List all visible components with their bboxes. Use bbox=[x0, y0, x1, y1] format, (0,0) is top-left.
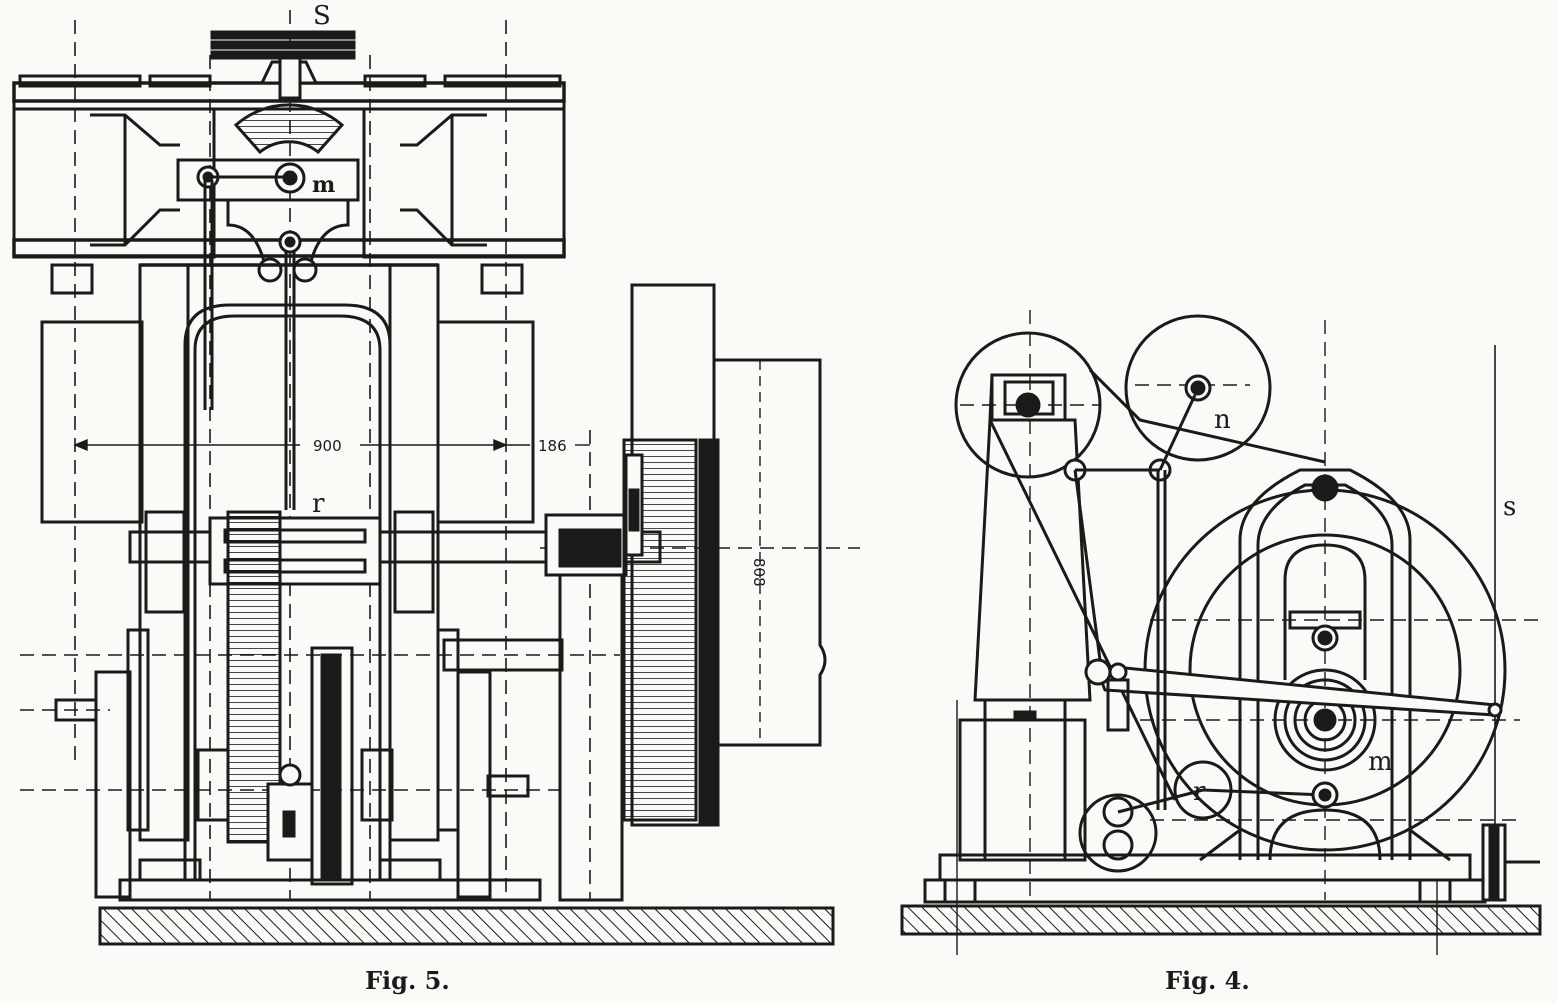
fig4-coil-m bbox=[1273, 668, 1377, 772]
fig4-wheel-lower bbox=[1078, 793, 1158, 873]
fig4-label-r: r bbox=[1193, 777, 1206, 807]
fig5-label-r: r bbox=[312, 489, 325, 519]
fig5-dim-height: 808 bbox=[750, 558, 768, 587]
fig5-small-pulleys bbox=[50, 263, 524, 295]
fig5-label-s: S bbox=[313, 1, 331, 31]
fig4-label-m: m bbox=[1368, 747, 1393, 777]
fig4-center-frame bbox=[1238, 468, 1412, 860]
fig5-ground bbox=[98, 906, 835, 946]
fig4-ground bbox=[900, 904, 1542, 936]
fig5-dim-offset: 186 bbox=[538, 437, 567, 455]
fig5-pulley-s bbox=[210, 30, 356, 100]
fig5-dim-width: 900 bbox=[313, 437, 342, 455]
fig4-label-n: n bbox=[1214, 405, 1231, 435]
fig5-caption: Fig. 5. bbox=[365, 966, 450, 995]
fig4-pulley-left bbox=[954, 331, 1102, 479]
fig4-lever-arm bbox=[1092, 663, 1497, 717]
fig5-gear-sector bbox=[233, 103, 345, 155]
fig4-label-s: s bbox=[1503, 492, 1516, 522]
fig5-label-m: m bbox=[312, 172, 335, 198]
fig4-caption: Fig. 4. bbox=[1165, 966, 1250, 995]
fig4-pulley-n bbox=[1124, 314, 1272, 462]
